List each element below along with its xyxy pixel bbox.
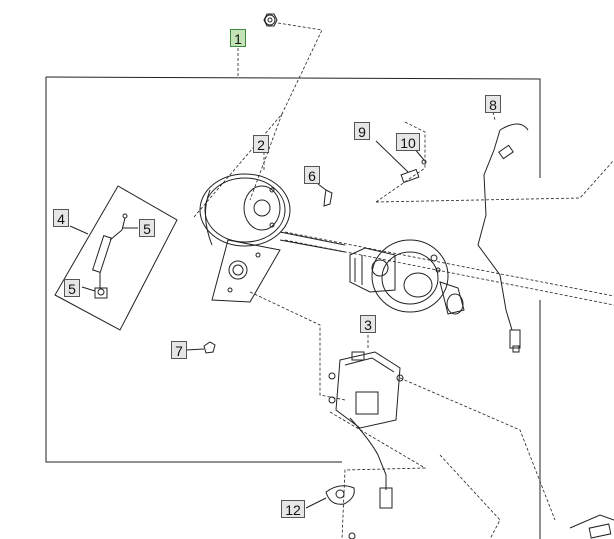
callout-1[interactable]: 1 [230,29,246,47]
assembly-frame [45,76,541,539]
partial-fitting [348,514,614,539]
callout-5-lower[interactable]: 5 [64,279,80,297]
callout-6[interactable]: 6 [304,166,320,184]
callout-7[interactable]: 7 [171,341,187,359]
callout-4[interactable]: 4 [53,209,69,227]
part-4-box [54,185,178,331]
part-1-nut [263,13,278,27]
part-8-sensor-cable [477,123,529,353]
part-7-fitting [185,341,216,354]
callout-8[interactable]: 8 [485,95,501,113]
callout-10[interactable]: 10 [396,133,420,151]
callout-2[interactable]: 2 [253,135,269,153]
part-2-turbo-housing [199,173,346,303]
callout-9[interactable]: 9 [354,122,370,140]
part-6-clip [317,183,333,207]
turbo-compressor [349,239,465,315]
callout-12[interactable]: 12 [281,500,305,518]
callout-3[interactable]: 3 [360,315,376,333]
part-4-arm [81,213,138,299]
part-3-actuator [328,351,404,509]
callout-5-upper[interactable]: 5 [139,219,155,237]
part-12-gasket [305,485,355,509]
